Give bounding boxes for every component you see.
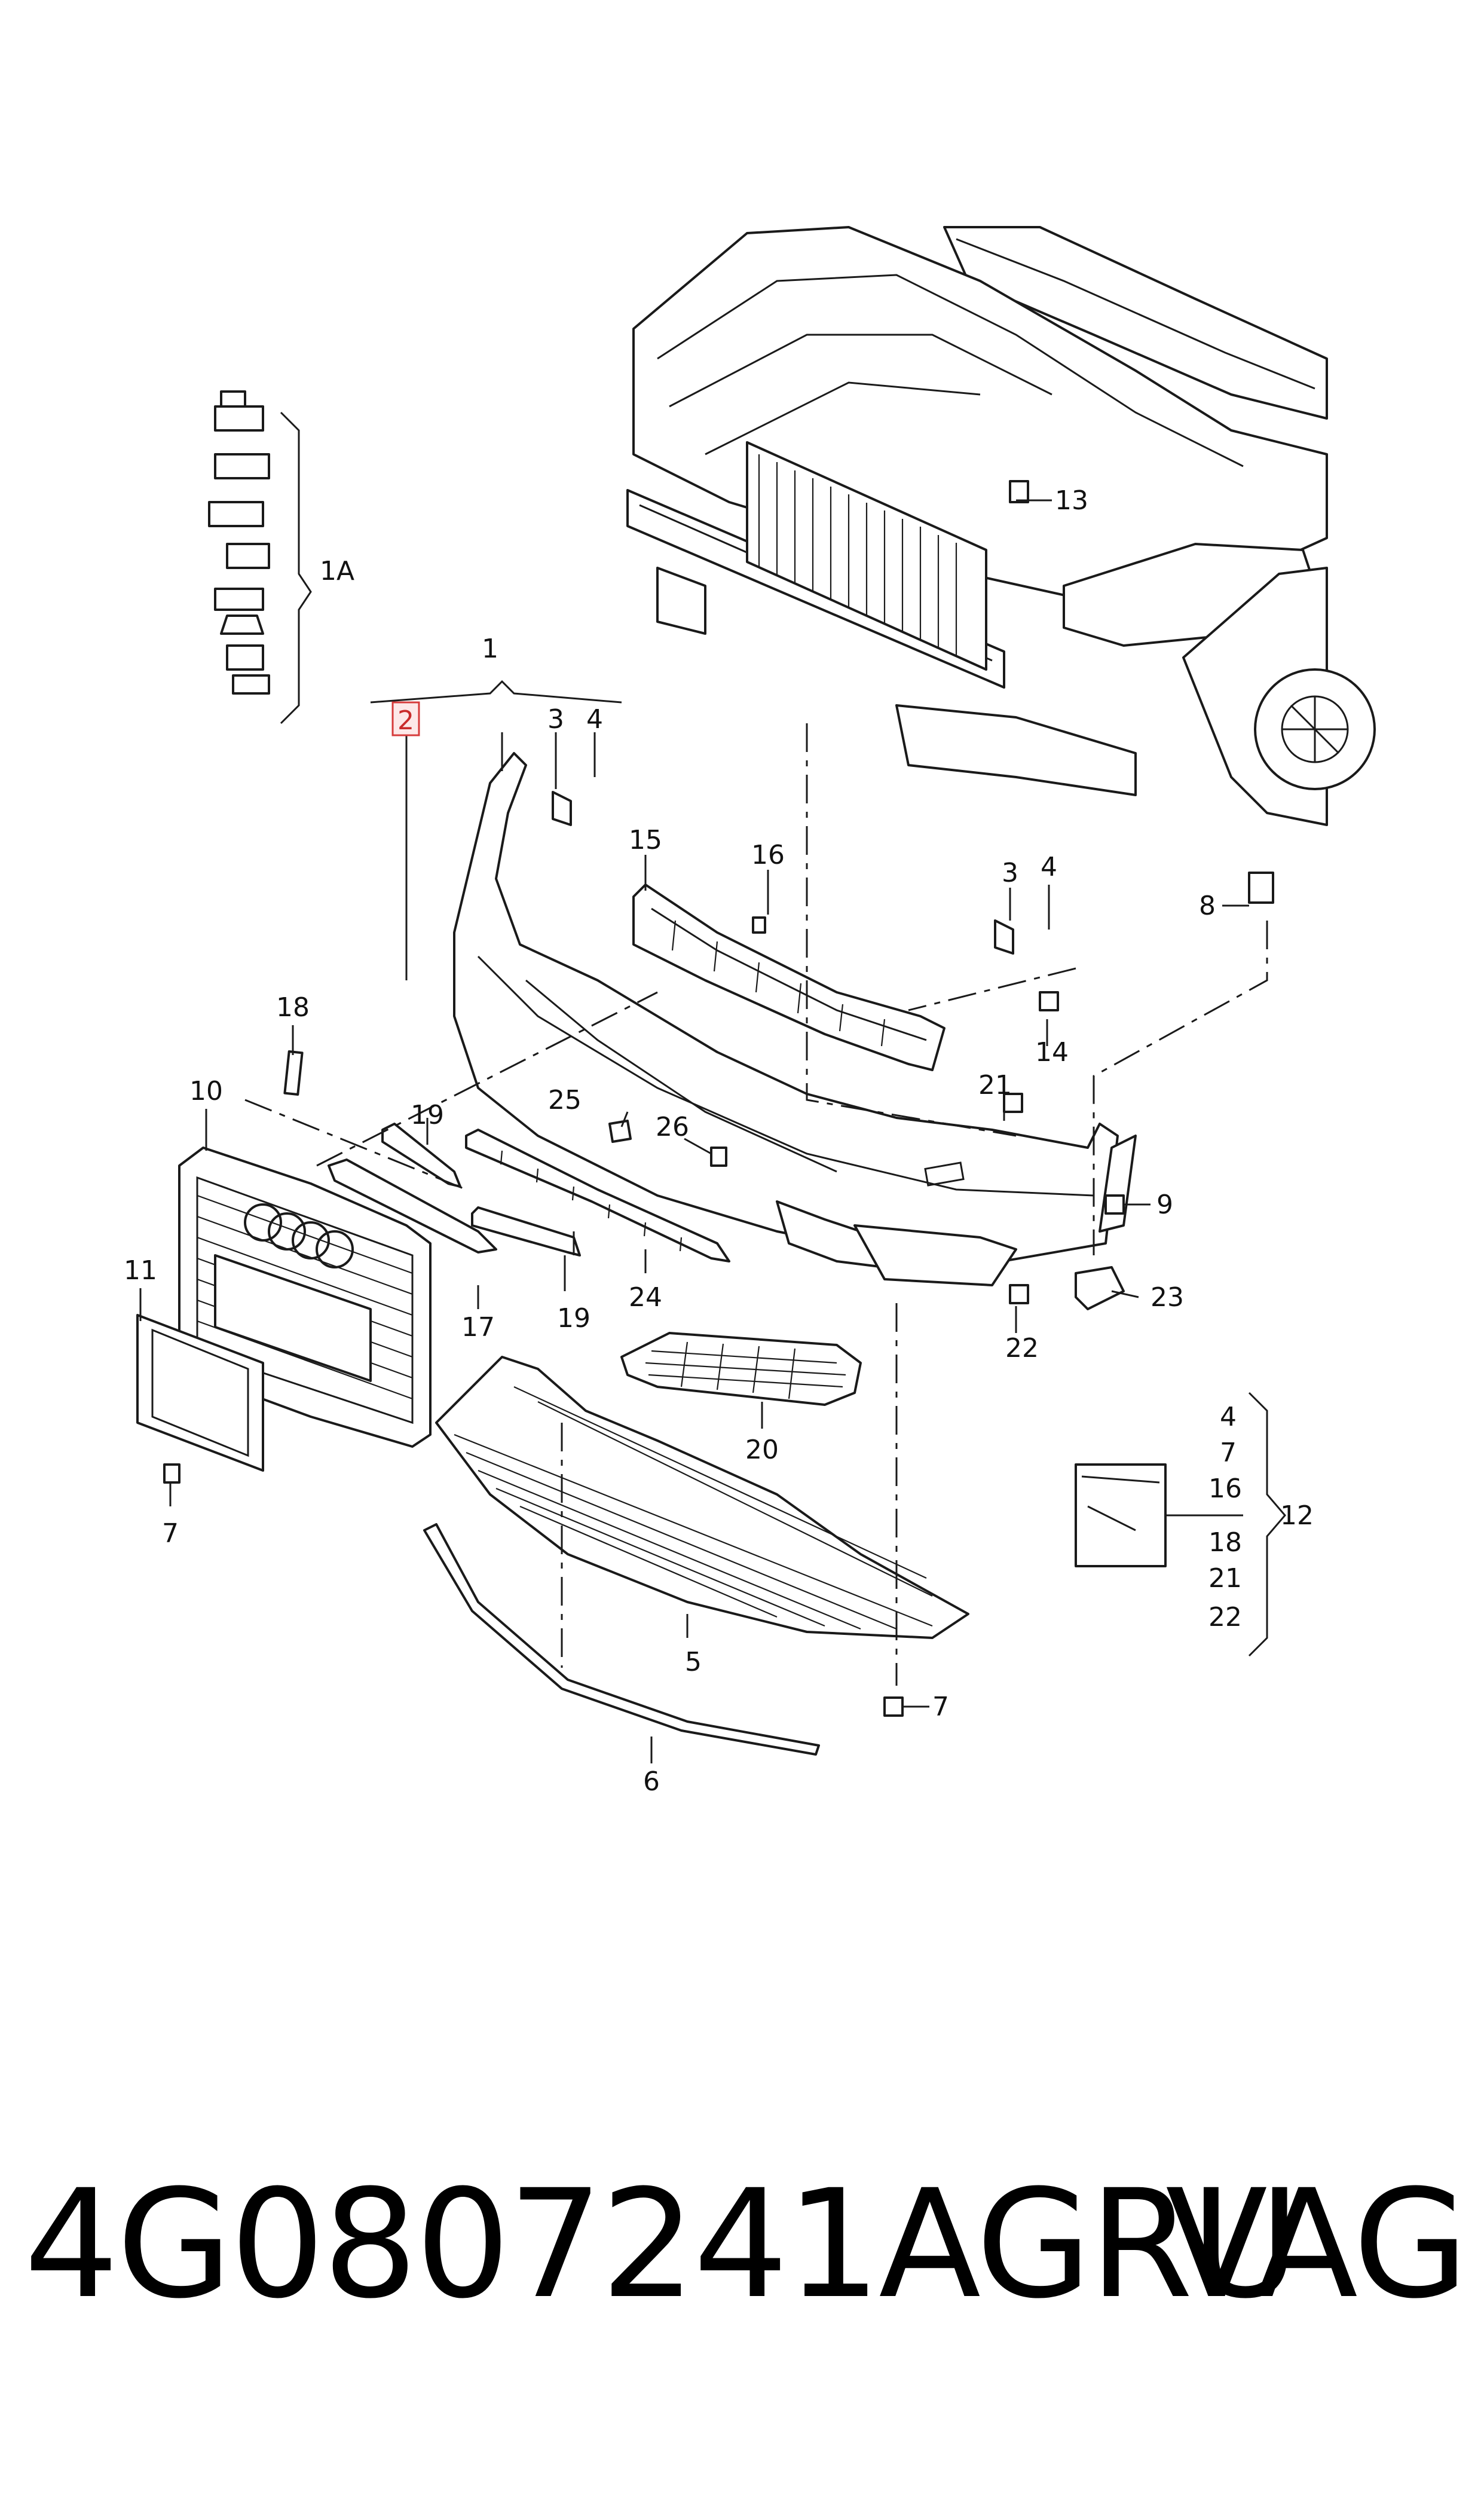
kit-12: 4 7 16 18 21 22 12 xyxy=(1208,1402,1314,1633)
callout-18: 18 xyxy=(276,992,310,1023)
kit-item-1: 4 xyxy=(1220,1402,1237,1432)
callout-21: 21 xyxy=(978,1070,1012,1100)
callout-26: 26 xyxy=(656,1112,689,1142)
callout-7-bottom: 7 xyxy=(932,1692,949,1722)
leader-lines xyxy=(139,499,1286,1763)
callout-6: 6 xyxy=(643,1766,660,1797)
fog-grille-20 xyxy=(620,1332,862,1406)
callout-20: 20 xyxy=(745,1435,779,1465)
callout-3-top: 3 xyxy=(547,704,564,735)
brand-label: VAG xyxy=(1165,2157,1468,2331)
callout-25: 25 xyxy=(548,1085,582,1115)
underbody-panel-5 xyxy=(435,1356,969,1639)
bracket-15 xyxy=(632,883,946,1071)
callout-3-right: 3 xyxy=(1002,858,1018,888)
fastener-set-1a xyxy=(208,390,312,724)
callout-14: 14 xyxy=(1035,1037,1069,1068)
assembly-lines xyxy=(244,723,1268,1686)
callout-7-left: 7 xyxy=(162,1518,179,1549)
highlight-box-2 xyxy=(391,701,420,736)
kit-label: 12 xyxy=(1280,1500,1314,1531)
callout-16: 16 xyxy=(751,840,785,870)
callout-5: 5 xyxy=(685,1647,702,1677)
kit-item-3: 16 xyxy=(1208,1473,1242,1504)
callout-1a: 1A xyxy=(320,556,354,586)
callout-24: 24 xyxy=(629,1282,662,1313)
callout-22: 22 xyxy=(1005,1333,1039,1364)
callout-2: 2 xyxy=(397,705,414,736)
callout-1: 1 xyxy=(482,634,498,664)
callout-11: 11 xyxy=(124,1255,157,1286)
callout-10: 10 xyxy=(189,1076,223,1106)
callout-17: 17 xyxy=(461,1312,495,1343)
callout-9: 9 xyxy=(1156,1190,1173,1220)
kit-item-4: 18 xyxy=(1208,1527,1242,1558)
callout-19-lower: 19 xyxy=(557,1303,590,1334)
kit-item-5: 21 xyxy=(1208,1563,1242,1594)
callout-4-right: 4 xyxy=(1041,852,1057,882)
four-ring-emblem-icon xyxy=(244,1203,354,1268)
part-number: 4G0807241AGRU xyxy=(24,2157,1300,2331)
callout-8: 8 xyxy=(1199,891,1216,921)
callout-23: 23 xyxy=(1151,1282,1184,1313)
callout-13: 13 xyxy=(1055,485,1088,516)
small-parts xyxy=(283,480,1274,1567)
callout-labels: 1 1A 2 3 4 15 16 3 4 13 8 14 21 9 23 22 … xyxy=(124,485,1216,1797)
callout-4-top: 4 xyxy=(586,704,603,735)
callout-19-upper: 19 xyxy=(411,1100,444,1130)
screws xyxy=(163,916,1125,1717)
callout-15: 15 xyxy=(629,825,662,855)
trim-strips xyxy=(328,1123,730,1262)
vehicle-front-structure xyxy=(626,226,1376,826)
kit-item-2: 7 xyxy=(1220,1438,1237,1468)
spoiler-strip-6 xyxy=(423,1523,820,1756)
kit-item-6: 22 xyxy=(1208,1602,1242,1633)
plate-holder-11 xyxy=(136,1314,264,1472)
